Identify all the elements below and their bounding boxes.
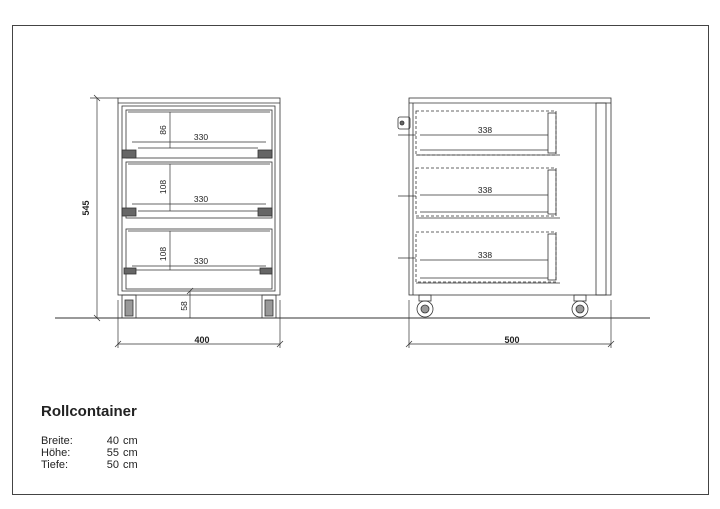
spec-row-depth: Tiefe: 50 cm bbox=[41, 459, 138, 471]
side-drawer-3-depth: 338 bbox=[478, 250, 492, 260]
spec-unit: cm bbox=[123, 459, 138, 471]
front-drawer-3 bbox=[125, 228, 273, 290]
front-drawer-2-height: 108 bbox=[158, 180, 168, 194]
lock-icon bbox=[397, 116, 411, 130]
spec-label: Breite: bbox=[41, 435, 73, 447]
spec-value: 50 bbox=[106, 459, 119, 471]
spec-value: 40 bbox=[106, 435, 119, 447]
front-drawer-1 bbox=[125, 109, 273, 159]
spec-row-height: Höhe: 55 cm bbox=[41, 447, 138, 459]
total-width-label: 400 bbox=[194, 335, 209, 345]
spec-list: Breite: 40 cm Höhe: 55 cm Tiefe: 50 cm bbox=[41, 435, 138, 471]
front-drawer-2-width: 330 bbox=[194, 194, 208, 204]
spec-label: Tiefe: bbox=[41, 459, 69, 471]
spec-unit: cm bbox=[123, 435, 138, 447]
front-drawer-1-width: 330 bbox=[194, 132, 208, 142]
side-carcass bbox=[408, 97, 612, 296]
front-drawer-1-height: 86 bbox=[158, 125, 168, 135]
total-height-label: 545 bbox=[81, 200, 91, 215]
side-drawer-1-depth: 338 bbox=[478, 125, 492, 135]
spec-value: 55 bbox=[106, 447, 119, 459]
spec-row-width: Breite: 40 cm bbox=[41, 435, 138, 447]
front-drawer-2 bbox=[125, 161, 273, 219]
side-drawer-2-depth: 338 bbox=[478, 185, 492, 195]
drawing-frame bbox=[12, 25, 709, 495]
spec-label: Höhe: bbox=[41, 447, 71, 459]
front-caster-left bbox=[121, 294, 137, 319]
caster-height-label: 58 bbox=[179, 301, 189, 311]
spec-unit: cm bbox=[123, 447, 138, 459]
front-caster-right bbox=[261, 294, 277, 319]
front-drawer-3-height: 108 bbox=[158, 247, 168, 261]
product-title: Rollcontainer bbox=[41, 403, 137, 420]
front-view bbox=[117, 97, 281, 319]
side-drawer-2 bbox=[415, 167, 557, 217]
front-carcass bbox=[117, 97, 281, 296]
side-view bbox=[397, 97, 612, 318]
total-depth-label: 500 bbox=[504, 335, 519, 345]
front-drawer-3-width: 330 bbox=[194, 256, 208, 266]
